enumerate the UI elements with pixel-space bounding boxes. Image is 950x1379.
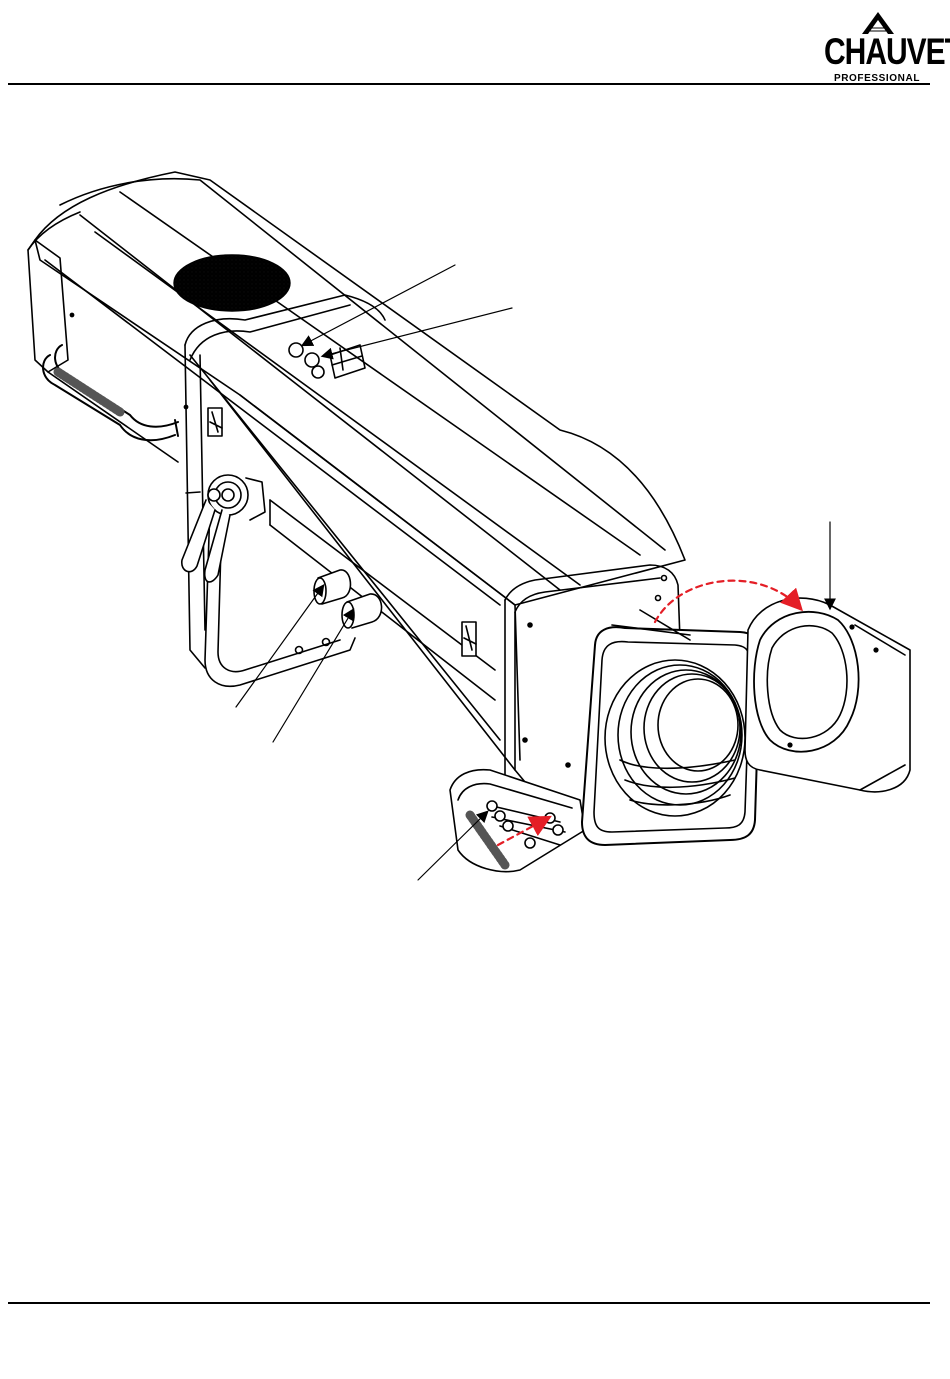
side-latch-front [462, 622, 476, 656]
top-vent-mesh [174, 255, 290, 311]
front-lens-frame [582, 610, 760, 845]
front-cover-detached [745, 598, 910, 792]
rear-handle [43, 345, 178, 440]
footer-divider [8, 1302, 930, 1304]
fixture-body [28, 172, 685, 810]
front-handle [450, 770, 585, 872]
followspot-illustration [0, 150, 950, 910]
logo-brand-text: CHAUVET [824, 34, 930, 72]
chauvet-professional-logo: CHAUVET PROFESSIONAL [822, 10, 932, 82]
side-latch-rear [208, 408, 222, 436]
header-divider [8, 83, 930, 85]
